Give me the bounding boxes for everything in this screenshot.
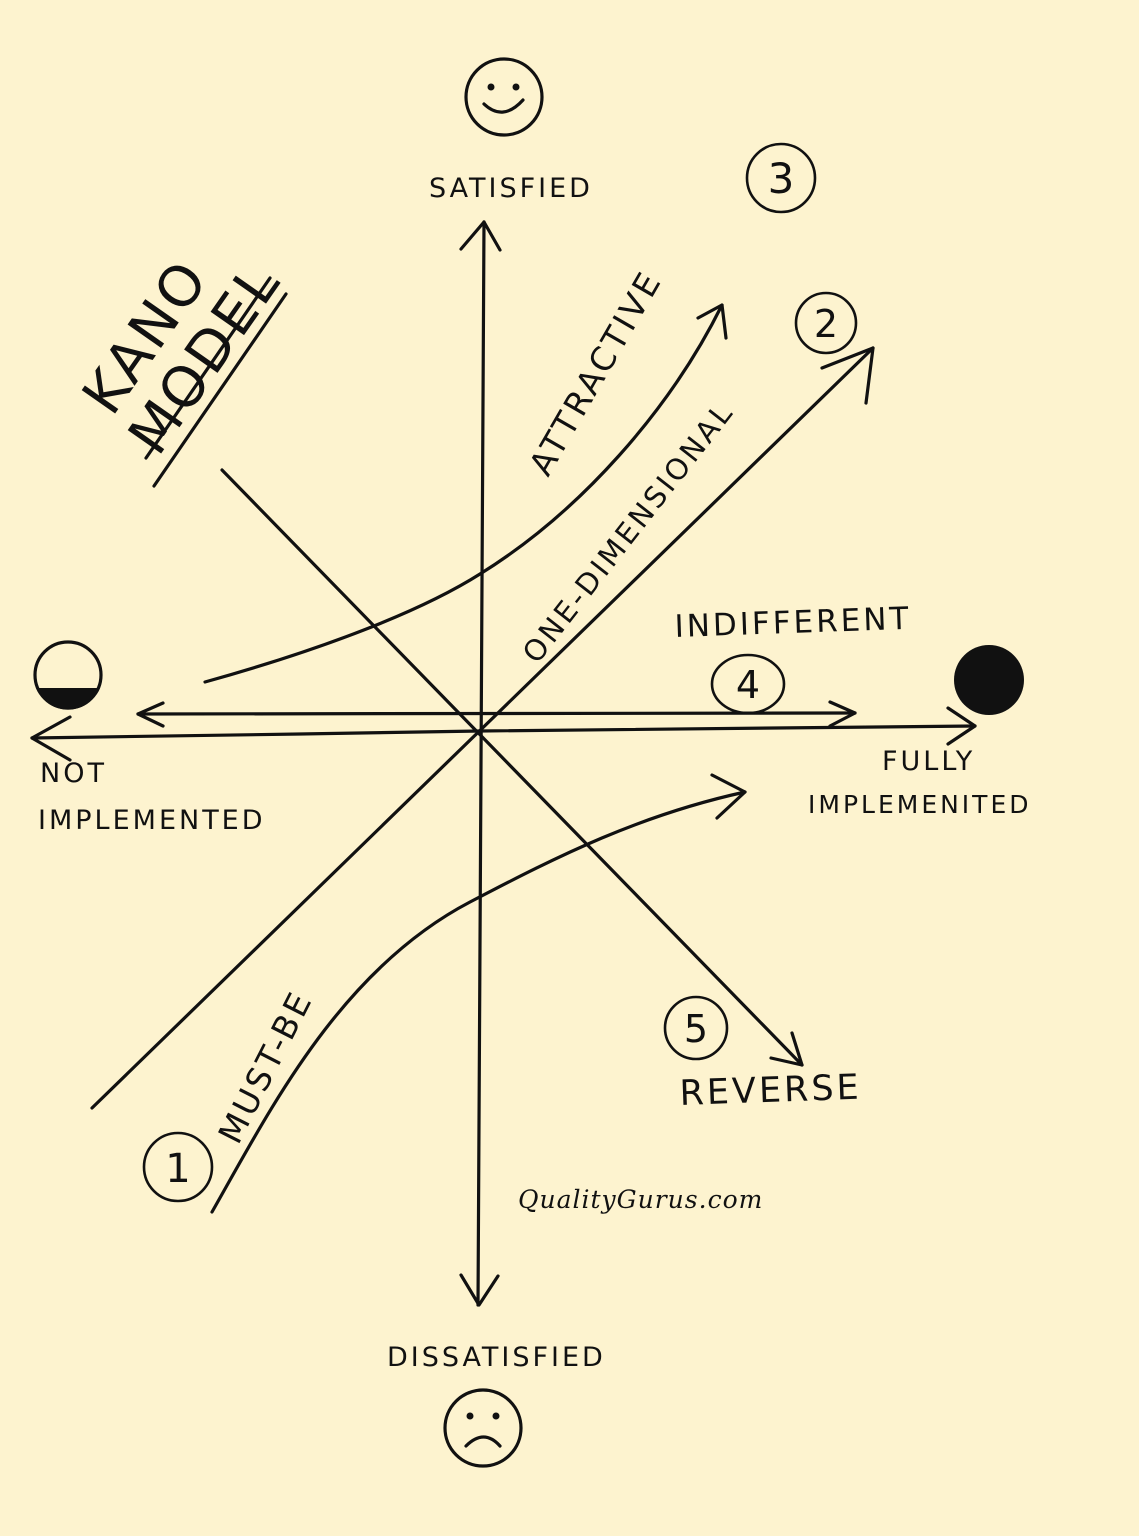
svg-text:2: 2 xyxy=(814,302,838,346)
filled-circle-icon xyxy=(954,645,1024,715)
label-dissatisfied: DISSATISFIED xyxy=(387,1342,606,1373)
number-badge-2: 2 xyxy=(794,291,858,355)
one-dimensional-line xyxy=(90,346,875,1110)
attractive-curve xyxy=(203,303,728,684)
title-block: KANO MODEL xyxy=(70,248,294,488)
title-underline-1 xyxy=(144,276,272,460)
reverse-line xyxy=(220,468,804,1067)
indifferent-line xyxy=(136,700,857,728)
number-badge-3: 3 xyxy=(745,142,817,214)
watermark: QualityGurus.com xyxy=(518,1185,763,1214)
label-not: NOT xyxy=(40,758,107,789)
label-satisfied: SATISFIED xyxy=(429,173,593,204)
svg-text:4: 4 xyxy=(736,663,760,707)
horizontal-axis xyxy=(30,706,977,762)
smiley-face-icon xyxy=(464,57,544,137)
number-badge-4: 4 xyxy=(710,653,786,715)
label-must-be: MUST-BE xyxy=(210,984,320,1150)
label-fully-implemented: IMPLEMENITED xyxy=(808,790,1032,819)
label-reverse: REVERSE xyxy=(679,1068,862,1114)
must-be-curve xyxy=(210,773,747,1214)
svg-text:3: 3 xyxy=(768,154,795,203)
vertical-axis xyxy=(459,220,502,1307)
label-implemented: IMPLEMENTED xyxy=(38,805,266,836)
number-badge-5: 5 xyxy=(663,995,729,1061)
svg-text:5: 5 xyxy=(684,1007,708,1051)
number-badge-1: 1 xyxy=(142,1131,214,1203)
label-fully: FULLY xyxy=(882,746,975,777)
label-indifferent: INDIFFERENT xyxy=(674,601,912,645)
svg-text:1: 1 xyxy=(165,1146,190,1192)
empty-circle-icon xyxy=(33,640,103,710)
label-attractive: ATTRACTIVE xyxy=(521,264,670,482)
sad-face-icon xyxy=(443,1388,523,1468)
title-underline-2 xyxy=(152,292,288,488)
